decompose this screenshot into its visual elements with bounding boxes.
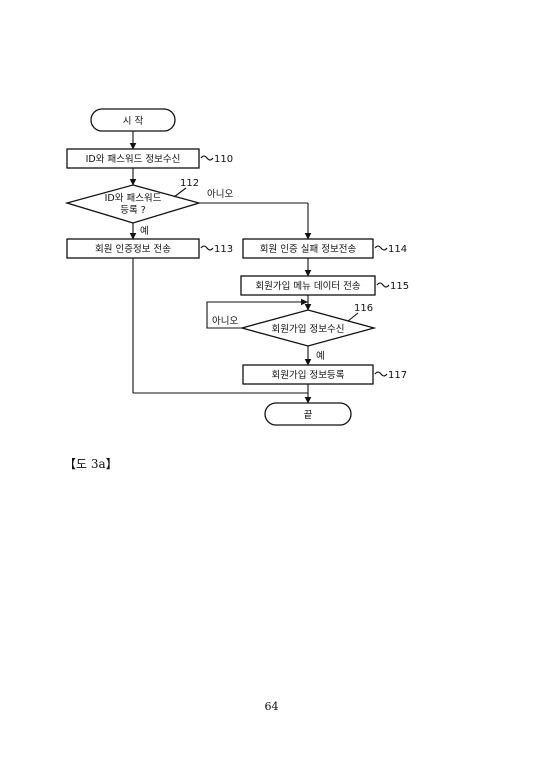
ref-110: 110: [214, 154, 233, 165]
end-terminal: [264, 402, 352, 426]
end-label: 끝: [304, 410, 313, 421]
branch-116-no: 아니오: [212, 316, 238, 327]
ref-116: 116: [354, 303, 373, 314]
branch-112-no: 아니오: [207, 189, 233, 200]
step-114-label: 회원 인증 실패 정보전송: [260, 244, 357, 255]
ref-112: 112: [180, 178, 199, 189]
ref-115: 115: [390, 281, 409, 292]
ref-110-tilde: [200, 155, 214, 161]
step-115-label: 회원가입 메뉴 데이터 전송: [255, 280, 360, 292]
ref-113: 113: [214, 244, 233, 255]
ref-112-leader: [173, 187, 187, 198]
ref-114-tilde: [374, 245, 388, 251]
figure-caption: 【도 3a】: [64, 457, 118, 471]
branch-116-yes: 예: [316, 351, 325, 362]
ref-115-tilde: [376, 282, 390, 288]
loop-116-no: [206, 301, 308, 329]
step-110-label: ID와 패스워드 정보수신: [86, 153, 181, 165]
ref-116-leader: [347, 312, 359, 322]
decision-112-diamond: [64, 184, 202, 224]
ref-117: 117: [388, 370, 407, 381]
step-113-label: 회원 인증정보 전송: [95, 244, 171, 255]
decision-112-label-line2: 등록 ?: [120, 205, 146, 216]
start-label: 시 작: [123, 116, 144, 127]
ref-114: 114: [388, 244, 407, 255]
decision-116-label: 회원가입 정보수신: [272, 323, 345, 335]
step-117-label: 회원가입 정보등록: [272, 369, 345, 381]
decision-112-label-line1: ID와 패스워드: [105, 192, 162, 204]
ref-117-tilde: [374, 371, 388, 377]
page-number: 64: [264, 700, 279, 713]
branch-112-yes: 예: [140, 226, 149, 237]
ref-113-tilde: [200, 245, 214, 251]
